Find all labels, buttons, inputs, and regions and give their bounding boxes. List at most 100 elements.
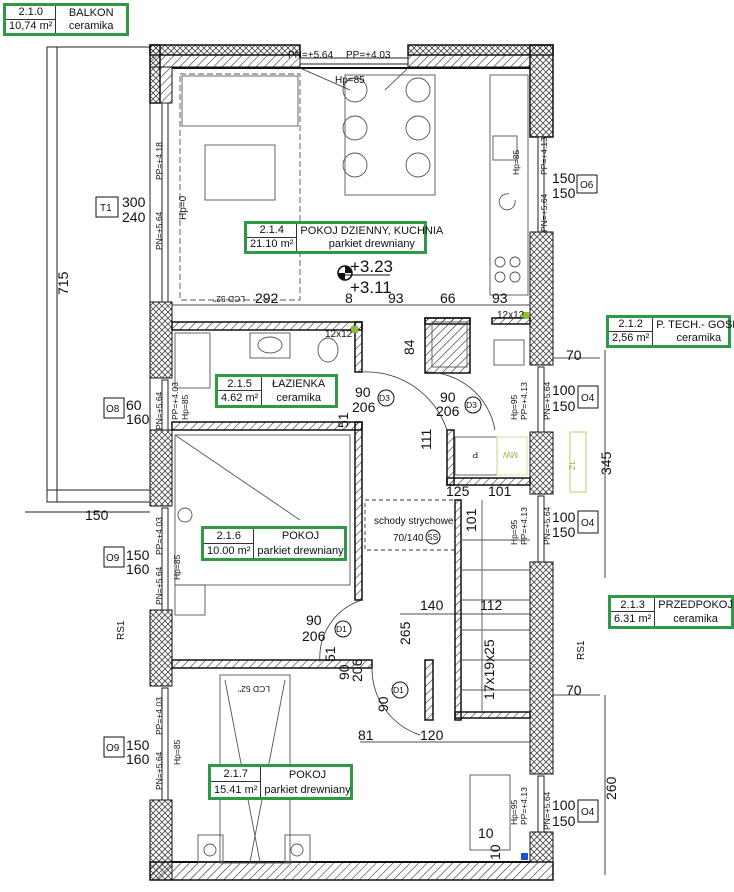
balcony-outline bbox=[25, 46, 151, 513]
dim-101: 101 bbox=[488, 483, 512, 499]
dim-90: 90 bbox=[336, 664, 352, 680]
tag-box bbox=[576, 174, 598, 194]
furniture bbox=[174, 73, 587, 864]
drain-icon bbox=[521, 853, 528, 860]
tag-box bbox=[103, 546, 125, 568]
room-id: 2.1.3 bbox=[611, 598, 656, 612]
annotation-hp: Hp=85 bbox=[511, 149, 521, 175]
dim-125: 125 bbox=[446, 483, 470, 499]
dim-160: 160 bbox=[126, 751, 150, 767]
dim-206: 206 bbox=[436, 403, 460, 419]
room-area: 4.62 m² bbox=[218, 391, 263, 405]
stairs-label: schody strychowe bbox=[374, 516, 454, 527]
dim-150: 150 bbox=[552, 185, 576, 201]
tag-o4: O4 bbox=[581, 393, 595, 404]
annotation-pn: PN=+5.64 bbox=[154, 391, 164, 430]
dim-101: 101 bbox=[463, 508, 479, 532]
tag-o4: O4 bbox=[581, 518, 595, 529]
annotation-hp: Hp=0 bbox=[178, 195, 189, 220]
room-floor: parkiet drewniany bbox=[257, 544, 344, 557]
room-name: ŁAZIENKA bbox=[272, 378, 326, 390]
dim-100: 100 bbox=[552, 509, 576, 525]
annotation-pp: PP=+4.13 bbox=[519, 787, 529, 825]
annotation-pn: PN=+5.64 bbox=[542, 381, 552, 420]
room-floor: ceramika bbox=[276, 392, 321, 404]
dim-90: 90 bbox=[440, 389, 456, 405]
dim-140: 140 bbox=[420, 597, 444, 613]
door-swings bbox=[299, 67, 496, 736]
dim-160: 160 bbox=[126, 411, 150, 427]
dim-100: 100 bbox=[552, 382, 576, 398]
annotation-hp: Hp=85 bbox=[180, 394, 190, 420]
tag-o4: O4 bbox=[581, 807, 595, 818]
dim-93: 93 bbox=[492, 290, 508, 306]
tag-rs1: RS1 bbox=[576, 640, 587, 660]
room-id: 2.1.2 bbox=[609, 318, 654, 332]
dim-70: 70 bbox=[566, 682, 582, 698]
annotation-pn: PN=+5.64 bbox=[154, 751, 164, 790]
room-area: 2,56 m² bbox=[609, 331, 654, 345]
dim-66: 66 bbox=[440, 290, 456, 306]
room-area: 21.10 m² bbox=[247, 237, 298, 251]
room-area: 15.41 m² bbox=[211, 782, 262, 797]
annotation-pp: PP=+4.03 bbox=[346, 50, 391, 61]
room-floor: ceramika bbox=[676, 332, 722, 345]
annotation-pp: PP=+4.03 bbox=[154, 697, 164, 735]
tag-d3: D3 bbox=[466, 400, 477, 410]
annotation-pp: PP=+4.13 bbox=[519, 507, 529, 545]
room-id: 2.1.7 bbox=[211, 767, 262, 782]
dim-90: 90 bbox=[355, 384, 371, 400]
dim-240: 240 bbox=[122, 209, 146, 225]
tag-box bbox=[577, 799, 599, 823]
washing-machine-label: MW bbox=[503, 450, 518, 460]
outlet-icon bbox=[522, 312, 529, 319]
room-name: POKOJ bbox=[281, 530, 320, 543]
tag-o9: O9 bbox=[106, 743, 120, 754]
annotation-pp: PP=+4.13 bbox=[519, 382, 529, 420]
annotation-hp: Hp=95 bbox=[509, 799, 519, 825]
dim-715: 715 bbox=[55, 271, 71, 295]
room-area: 10,74 m² bbox=[6, 19, 57, 33]
annotation-pn: PN=+5.64 bbox=[154, 566, 164, 605]
dim-90: 90 bbox=[375, 696, 391, 712]
dim-150: 150 bbox=[85, 507, 109, 523]
room-area: 10.00 m² bbox=[204, 543, 255, 558]
dim-60: 60 bbox=[126, 397, 142, 413]
dim-51: 51 bbox=[322, 646, 338, 662]
tag-d1: D1 bbox=[336, 624, 347, 634]
dim-206: 206 bbox=[349, 658, 365, 682]
annotation-pn: PN=+5.64 bbox=[539, 193, 549, 232]
dim-10: 10 bbox=[487, 844, 503, 860]
water-heater-label: P bbox=[472, 450, 478, 460]
door-tag-circle bbox=[464, 396, 482, 414]
dim-120: 120 bbox=[420, 727, 444, 743]
door-tag-circle bbox=[391, 681, 409, 699]
room-name: POKOJ bbox=[288, 768, 327, 781]
dim-150: 150 bbox=[552, 813, 576, 829]
stairs-spec: 17x19x25 bbox=[481, 639, 497, 700]
dim-265: 265 bbox=[397, 621, 413, 645]
room-id: 2.1.0 bbox=[6, 6, 57, 20]
room-name: BALKON bbox=[68, 6, 114, 19]
stairs-tag-circle bbox=[425, 529, 441, 545]
annotation-pn: PN=+5.64 bbox=[154, 211, 164, 250]
dim-150: 150 bbox=[552, 398, 576, 414]
annotation-pn: PN=+5.64 bbox=[542, 506, 552, 545]
annotation-pp: PP=+4.03 bbox=[154, 517, 164, 555]
tag-box bbox=[95, 196, 119, 218]
dim-70: 70 bbox=[566, 347, 582, 363]
tv-label: LCD 52" bbox=[238, 684, 270, 694]
annotation-tile: 12x12 bbox=[497, 310, 525, 321]
dim-81: 81 bbox=[358, 727, 374, 743]
dim-300: 300 bbox=[122, 194, 146, 210]
room-label-tech: 2.1.2 P. TECH.- GOSP. 2,56 m² ceramika bbox=[606, 315, 734, 348]
dim-150: 150 bbox=[552, 170, 576, 186]
dim-93: 93 bbox=[388, 290, 404, 306]
dim-112: 112 bbox=[480, 597, 503, 613]
interior-walls bbox=[171, 317, 531, 721]
annotation-pp: PP=+4.18 bbox=[154, 142, 164, 180]
room-label-pokoj-1: 2.1.6 POKOJ 10.00 m² parkiet drewniany bbox=[201, 526, 347, 561]
room-label-pokoj-2: 2.1.7 POKOJ 15.41 m² parkiet drewniany bbox=[208, 764, 353, 800]
dimension-lines bbox=[172, 304, 606, 875]
